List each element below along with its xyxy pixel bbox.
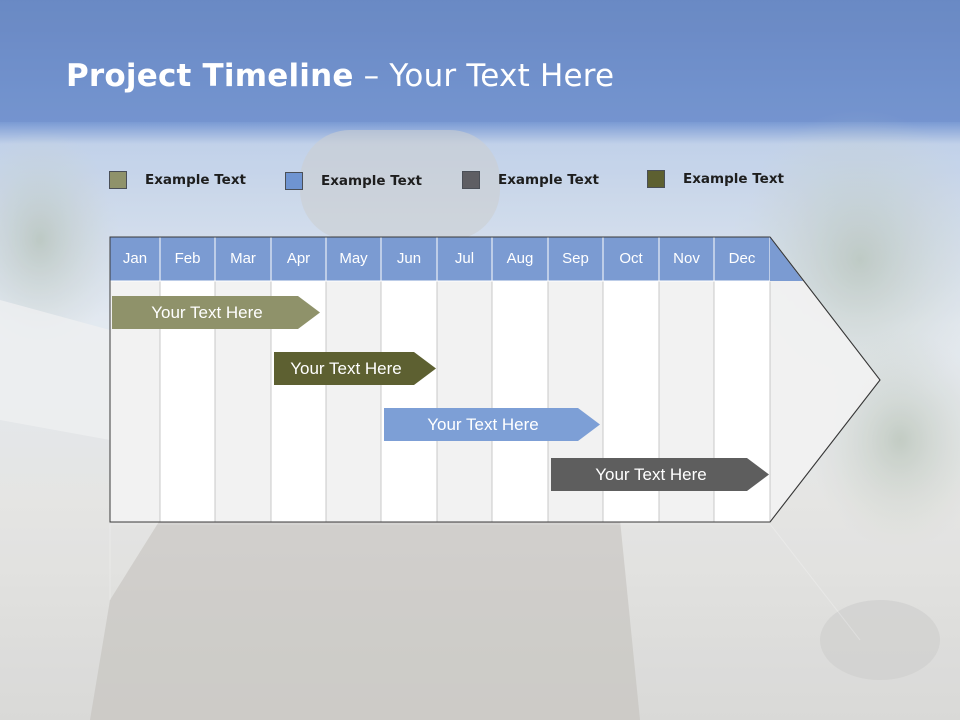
month-label: Jan: [122, 250, 148, 267]
month-header-cell: [214, 236, 272, 282]
month-label: Nov: [673, 250, 700, 267]
month-header-cell: [380, 236, 438, 282]
month-label: Mar: [230, 250, 256, 267]
task-bar[interactable]: Your Text Here: [551, 458, 769, 491]
legend-swatch: [285, 172, 303, 190]
month-label: May: [339, 250, 368, 267]
task-label: Your Text Here: [427, 415, 539, 434]
legend-label: Example Text: [683, 171, 784, 187]
legend-swatch: [462, 171, 480, 189]
month-header-cell: [602, 236, 660, 282]
month-label: Aug: [506, 250, 534, 267]
title-subtitle: – Your Text Here: [353, 58, 615, 94]
month-label: Apr: [286, 250, 311, 267]
month-column: [491, 280, 549, 523]
month-label: Jun: [396, 250, 422, 267]
legend-label: Example Text: [321, 173, 422, 189]
legend-swatch: [647, 170, 665, 188]
month-header-cell: [713, 236, 771, 282]
legend-item: Example Text: [462, 171, 599, 189]
slide-title: Project Timeline – Your Text Here: [66, 58, 614, 94]
task-label: Your Text Here: [595, 465, 707, 484]
month-header-cell: [547, 236, 604, 282]
month-label: Sep: [562, 250, 589, 267]
task-label: Your Text Here: [151, 303, 263, 322]
legend-swatch: [109, 171, 127, 189]
month-column: [436, 280, 493, 523]
task-label: Your Text Here: [290, 359, 402, 378]
month-label: Jul: [454, 250, 475, 267]
task-bar[interactable]: Your Text Here: [274, 352, 436, 385]
month-column: [325, 280, 382, 523]
title-main: Project Timeline: [66, 58, 354, 94]
month-column: [380, 280, 438, 523]
legend-label: Example Text: [498, 172, 599, 188]
month-header-cell: [658, 236, 715, 282]
legend-item: Example Text: [647, 170, 784, 188]
month-header-cell: [325, 236, 382, 282]
month-header-cell: [159, 236, 216, 282]
month-label: Dec: [728, 250, 756, 267]
month-header-cell: [436, 236, 493, 282]
legend-item: Example Text: [109, 171, 246, 189]
legend-item: Example Text: [285, 172, 422, 190]
month-label: Oct: [619, 250, 643, 267]
task-bar[interactable]: Your Text Here: [384, 408, 600, 441]
task-bar[interactable]: Your Text Here: [112, 296, 320, 329]
month-label: Feb: [174, 250, 201, 267]
legend-label: Example Text: [145, 172, 246, 188]
